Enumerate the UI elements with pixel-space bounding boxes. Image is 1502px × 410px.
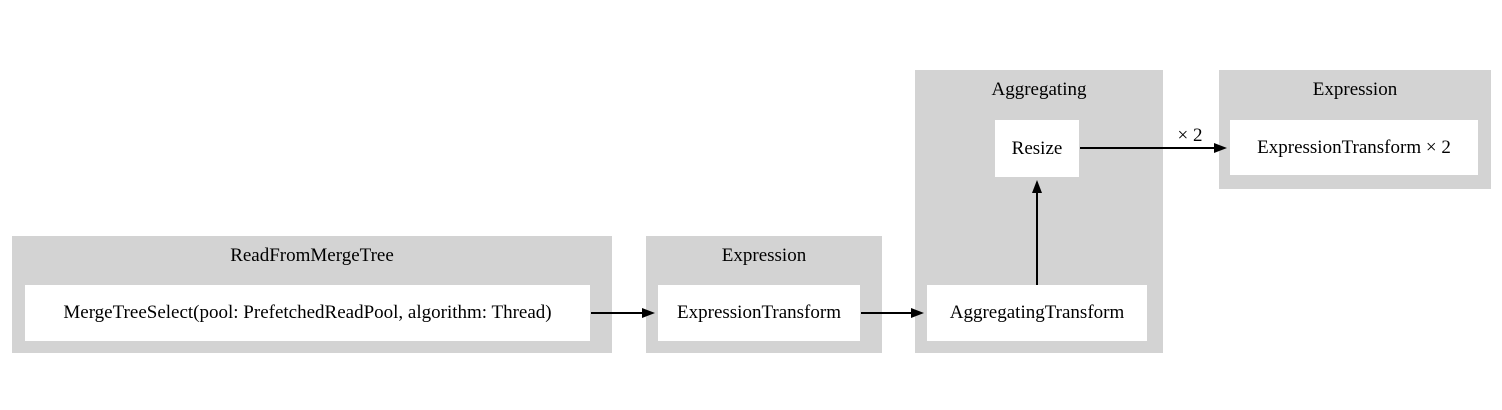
node-resize: Resize — [995, 120, 1079, 177]
node-aggregating-transform: AggregatingTransform — [927, 285, 1147, 341]
node-expression-transform-x2: ExpressionTransform × 2 — [1230, 120, 1478, 175]
node-expression-transform: ExpressionTransform — [658, 285, 860, 341]
cluster-expression-2-title: Expression — [1312, 79, 1398, 100]
cluster-read-title: ReadFromMergeTree — [230, 245, 394, 266]
cluster-aggregating-title: Aggregating — [991, 79, 1087, 100]
edge-label-times-2: × 2 — [1178, 125, 1203, 146]
node-merge-tree-select: MergeTreeSelect(pool: PrefetchedReadPool… — [25, 285, 590, 341]
cluster-expression-1-title: Expression — [721, 245, 807, 266]
